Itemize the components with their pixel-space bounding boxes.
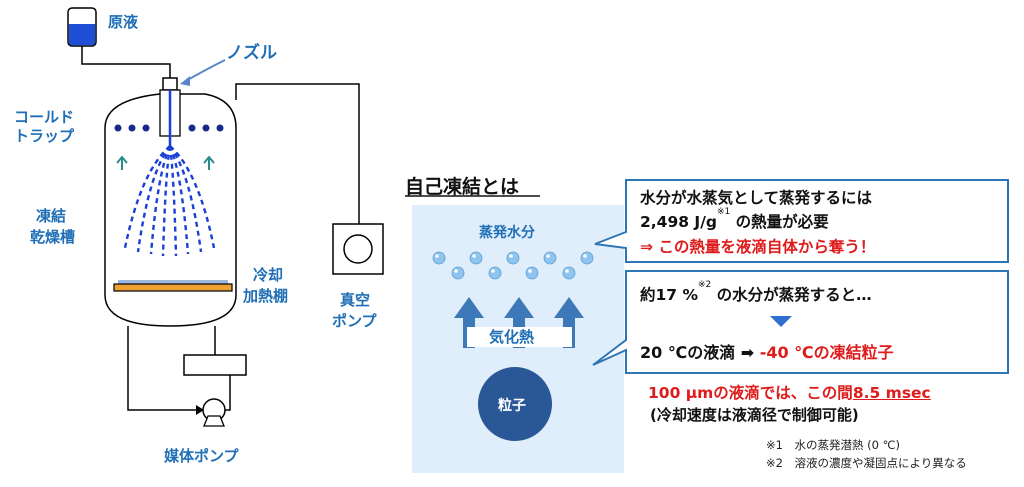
shelf-label-1: 冷却 <box>253 266 284 284</box>
callout-box-2 <box>592 270 1009 374</box>
footnote-2: ※2 溶液の濃度や凝固点により異なる <box>766 456 967 470</box>
cold-trap-label-2: トラップ <box>14 127 75 145</box>
vapor-droplet <box>506 251 520 265</box>
droplet-highlight <box>454 269 458 273</box>
particle-label: 粒子 <box>498 398 526 414</box>
nozzle-pointer <box>183 59 226 83</box>
medium-pipe-left <box>127 326 196 411</box>
spray-pattern <box>123 145 216 257</box>
spray-stream <box>123 145 171 249</box>
cold-trap-label-1: コールド <box>14 108 75 126</box>
vacuum-pump-icon <box>332 223 384 275</box>
vacuum-pump-label-1: 真空 <box>340 291 371 309</box>
callout2-line1: 約17 %※2 の水分が蒸発すると… <box>640 280 872 304</box>
vapor-droplet <box>562 266 576 280</box>
droplet-highlight <box>546 254 550 258</box>
vapor-up-arrows <box>116 155 215 170</box>
callout2-line2: 20 ℃の液滴 ➡ -40 ℃の凍結粒子 <box>640 343 894 362</box>
vaporization-label-bg <box>467 327 572 347</box>
footnote-1: ※1 水の蒸発潜熱 (0 ℃) <box>766 438 900 452</box>
droplet-highlight <box>528 269 532 273</box>
spray-stream <box>168 145 190 255</box>
vapor-droplet <box>580 251 594 265</box>
summary-line1: 100 µmの液滴では、この間8.5 msec <box>648 384 931 402</box>
chamber-vessel <box>104 93 237 327</box>
cold-trap-coils <box>114 124 224 132</box>
callout1-line3: ⇒ この熱量を液滴自体から奪う！ <box>640 238 876 256</box>
self-freeze-heading: 自己凍結とは <box>405 176 520 198</box>
chamber-label-1: 凍結 <box>36 207 67 225</box>
callout1-line2: 2,498 J/g※1 の熱量が必要 <box>640 207 829 231</box>
medium-pump-label: 媒体ポンプ <box>164 447 239 465</box>
droplet-highlight <box>472 254 476 258</box>
stock-solution-label: 原液 <box>108 13 139 31</box>
droplet-highlight <box>509 254 513 258</box>
summary-line2: (冷却速度は液滴径で制御可能) <box>650 406 859 424</box>
chamber-label-2: 乾燥槽 <box>30 228 76 246</box>
feed-line <box>81 46 171 78</box>
droplet-highlight <box>435 254 439 258</box>
product-tray <box>118 280 228 284</box>
spray-stream <box>169 145 216 249</box>
spray-stream <box>161 145 172 257</box>
vapor-droplet <box>543 251 557 265</box>
heat-exchanger <box>183 354 247 376</box>
droplet-highlight <box>491 269 495 273</box>
vaporization-arrows <box>454 297 584 348</box>
down-triangle-icon <box>770 316 792 327</box>
spray-stream <box>168 145 178 257</box>
stock-bottle-icon <box>67 7 97 47</box>
vaporization-heat-label: 気化熱 <box>489 328 535 346</box>
medium-pump-icon <box>202 398 226 427</box>
nozzle-label: ノズル <box>226 43 277 63</box>
spray-stream <box>149 145 172 255</box>
nozzle-icon <box>162 77 178 91</box>
droplet-highlight <box>565 269 569 273</box>
vapor-droplet <box>451 266 465 280</box>
vacuum-line <box>235 83 360 224</box>
vapor-droplet <box>488 266 502 280</box>
vapor-droplet <box>469 251 483 265</box>
vacuum-pump-label-2: ポンプ <box>332 312 377 330</box>
vapor-droplet <box>432 251 446 265</box>
vapor-droplet <box>525 266 539 280</box>
particle <box>478 367 552 441</box>
callout-box-1 <box>594 179 1009 263</box>
droplet-highlight <box>583 254 587 258</box>
evaporated-water-label: 蒸発水分 <box>479 225 535 241</box>
shelf-label-2: 加熱棚 <box>243 287 289 305</box>
callout1-line1: 水分が水蒸気として蒸発するには <box>640 189 873 207</box>
cooling-shelf <box>113 283 233 292</box>
vapor-droplets <box>432 251 594 280</box>
